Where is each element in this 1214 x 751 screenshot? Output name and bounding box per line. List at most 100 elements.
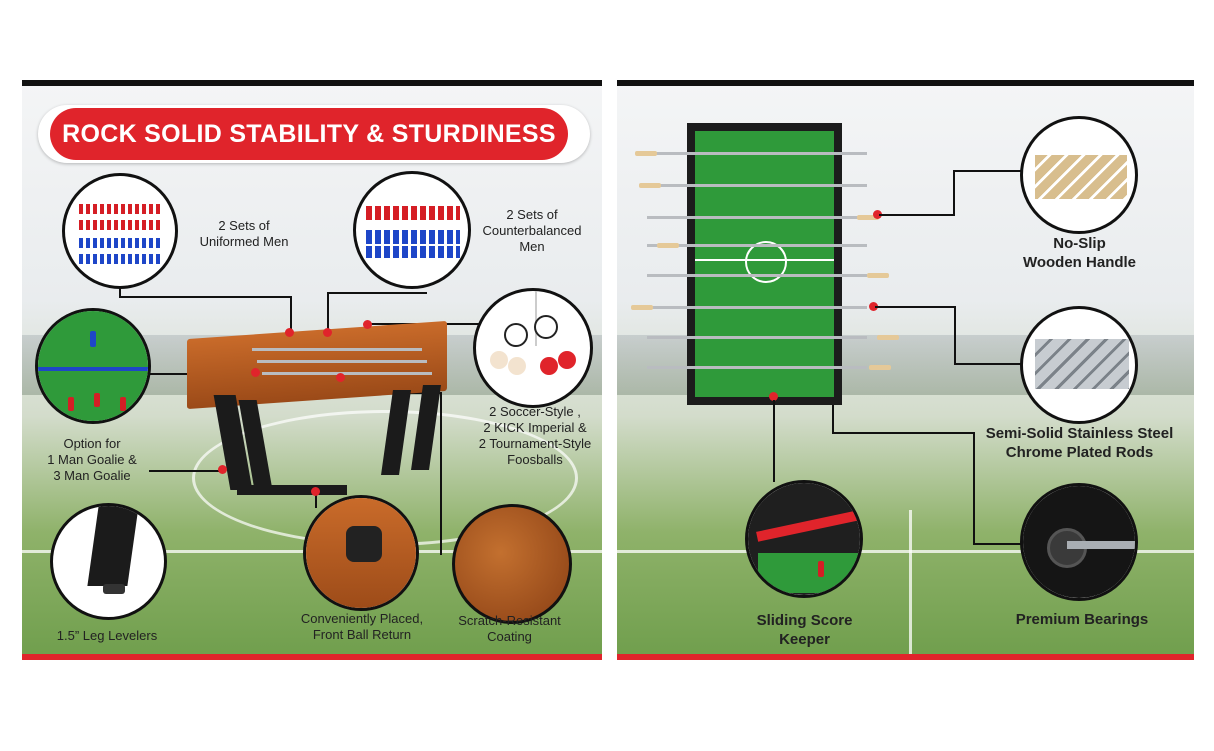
blue-players-image <box>79 254 163 264</box>
goalie-player-icon <box>120 397 126 411</box>
counterbalanced-men-circle <box>353 171 471 289</box>
wooden-handle <box>631 305 653 310</box>
connector-line <box>973 432 975 544</box>
score-keeper-label: Sliding Score Keeper <box>756 612 853 648</box>
hotspot-dot <box>869 302 878 311</box>
leg-levelers-label: 1.5” Leg Levelers <box>56 628 158 643</box>
connector-line <box>832 405 834 433</box>
rod <box>647 336 867 339</box>
top-divider <box>617 80 1194 86</box>
connector-line <box>327 292 329 332</box>
uniformed-men-label: 2 Sets of Uniformed Men <box>199 218 289 249</box>
hotspot-dot <box>873 210 882 219</box>
goalie-player-icon <box>90 331 96 347</box>
tournament-ball-icon <box>540 357 558 375</box>
bearings-label: Premium Bearings <box>1015 611 1149 628</box>
bottom-divider <box>22 654 602 660</box>
hotspot-dot <box>363 320 372 329</box>
field-line <box>617 550 1194 553</box>
chrome-rods-circle <box>1020 306 1138 424</box>
rod <box>647 306 867 309</box>
ball-return-circle <box>303 495 419 611</box>
rod <box>647 244 867 247</box>
wooden-handle <box>877 335 899 340</box>
left-feature-panel: ROCK SOLID STABILITY & STURDINESS 2 Sets… <box>22 80 602 660</box>
connector-line <box>440 392 442 555</box>
kick-imperial-ball-icon <box>490 351 508 369</box>
foosballs-label: 2 Soccer-Style , 2 KICK Imperial & 2 Tou… <box>478 404 592 467</box>
soccer-ball-icon <box>534 315 558 339</box>
connector-line <box>875 306 955 308</box>
connector-line <box>290 296 292 332</box>
connector-line <box>973 543 1023 545</box>
uniformed-men-circle <box>62 173 178 289</box>
player-icon <box>818 561 824 577</box>
score-keeper-circle <box>745 480 863 598</box>
foosball-table-top-view <box>687 123 842 405</box>
chrome-rods-label: Semi-Solid Stainless Steel Chrome Plated… <box>985 425 1174 461</box>
ball-return-label: Conveniently Placed, Front Ball Return <box>300 611 424 642</box>
rod <box>647 152 867 155</box>
soccer-ball-icon <box>504 323 528 347</box>
rod <box>647 216 867 219</box>
connector-line <box>832 432 974 434</box>
connector-line <box>954 363 1024 365</box>
wooden-handle-circle <box>1020 116 1138 234</box>
connector-line <box>953 170 955 216</box>
wooden-handle <box>867 273 889 278</box>
red-players-image <box>79 220 163 230</box>
chrome-rods-image <box>1035 339 1129 389</box>
goalie-player-icon <box>68 397 74 411</box>
center-circle <box>745 241 787 283</box>
wooden-handle-label: No-Slip Wooden Handle <box>1022 235 1137 271</box>
rod <box>257 360 427 363</box>
hotspot-dot <box>251 368 260 377</box>
wooden-handle <box>635 151 657 156</box>
kick-imperial-ball-icon <box>508 357 526 375</box>
coating-label: Scratch-Resistant Coating <box>458 613 561 644</box>
leg-image <box>87 506 139 586</box>
connector-line <box>119 296 291 298</box>
connector-line <box>149 470 224 472</box>
title-banner: ROCK SOLID STABILITY & STURDINESS <box>38 105 590 163</box>
rod <box>647 184 867 187</box>
page-title: ROCK SOLID STABILITY & STURDINESS <box>50 108 568 160</box>
rod <box>252 348 422 351</box>
divider <box>38 367 148 371</box>
red-players-image <box>366 206 460 220</box>
wooden-handle <box>869 365 891 370</box>
blue-players-image <box>366 246 460 258</box>
wooden-handle <box>639 183 661 188</box>
bearings-circle <box>1020 483 1138 601</box>
field-image <box>38 371 148 421</box>
hotspot-dot <box>285 328 294 337</box>
connector-line <box>954 306 956 364</box>
blue-players-image <box>79 238 163 248</box>
scratch-resistant-coating-circle <box>452 504 572 624</box>
blue-players-image <box>366 230 460 244</box>
wooden-handles-image <box>1035 155 1127 199</box>
bottom-divider <box>617 654 1194 660</box>
foosballs-circle <box>473 288 593 408</box>
goalie-player-icon <box>94 393 100 407</box>
leveler-image <box>103 584 125 594</box>
connector-line <box>953 170 1023 172</box>
rod <box>647 366 867 369</box>
field-line <box>909 510 912 660</box>
connector-line <box>327 292 427 294</box>
hotspot-dot <box>218 465 227 474</box>
hotspot-dot <box>336 373 345 382</box>
red-players-image <box>79 204 163 214</box>
rod <box>262 372 432 375</box>
connector-line <box>119 285 121 297</box>
goalie-option-circle <box>35 308 151 424</box>
top-divider <box>22 80 602 86</box>
field-image <box>758 553 858 593</box>
connector-line <box>879 214 954 216</box>
hotspot-dot <box>769 392 778 401</box>
rod <box>647 274 867 277</box>
right-feature-panel: No-Slip Wooden Handle Semi-Solid Stainle… <box>617 80 1194 660</box>
wooden-handle <box>657 243 679 248</box>
counterbalanced-men-label: 2 Sets of Counterbalanced Men <box>482 207 582 254</box>
rod-image <box>1067 541 1135 549</box>
